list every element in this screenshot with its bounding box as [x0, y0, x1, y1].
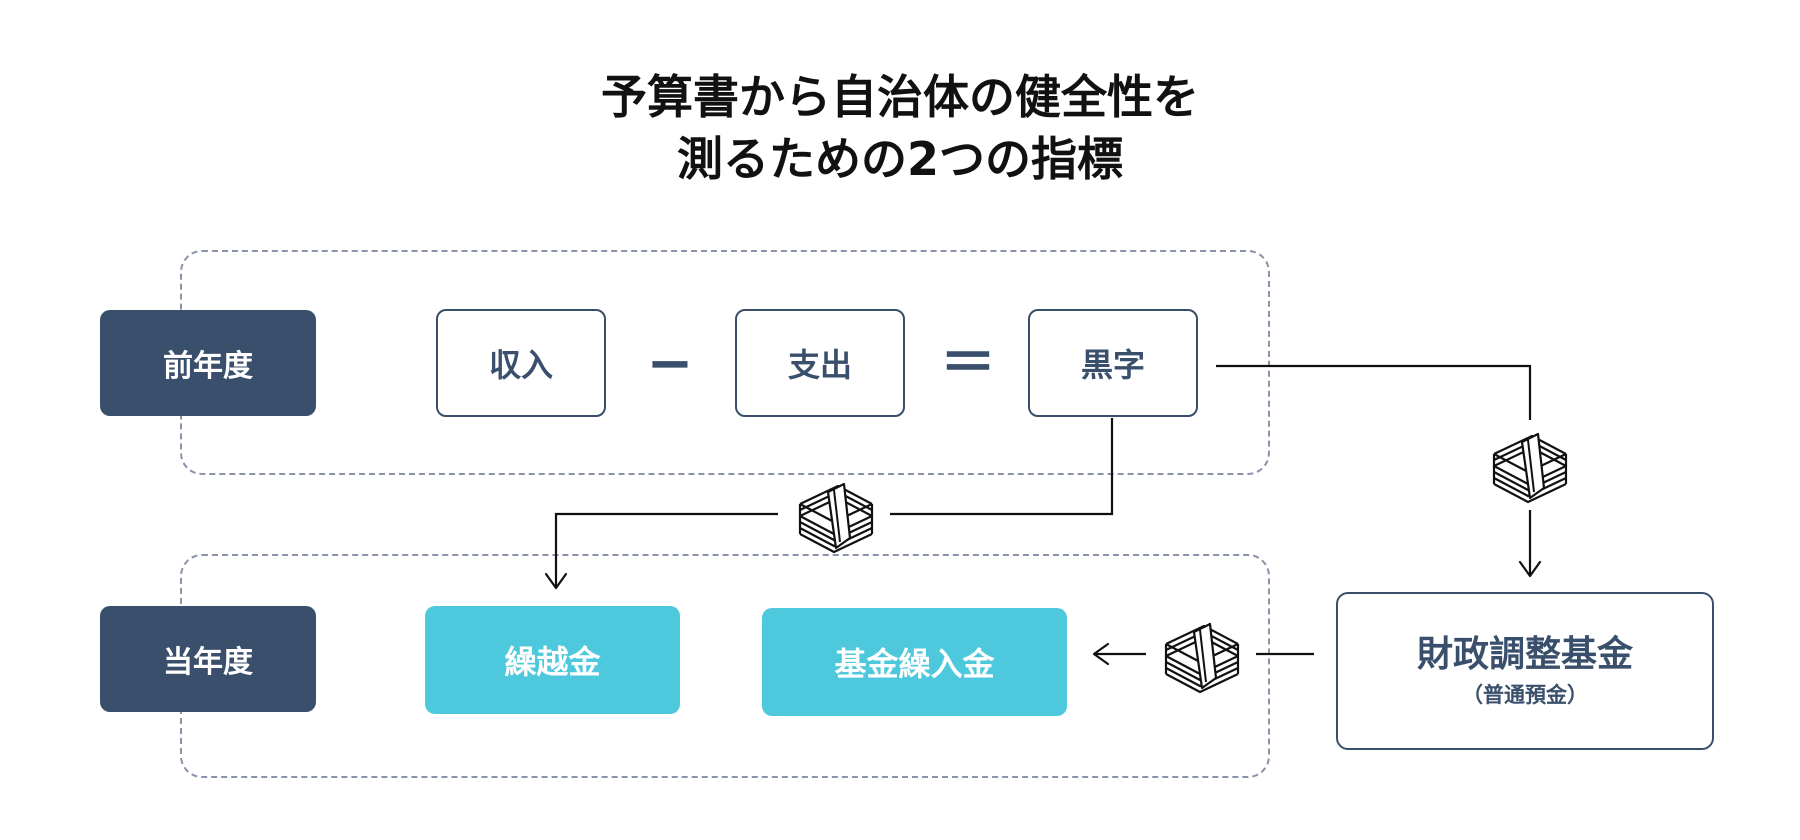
equals-operator: ＝: [940, 331, 996, 396]
minus-operator: −: [646, 331, 694, 396]
surplus-to-fund-line: [1216, 364, 1532, 420]
surplus-box: 黒字: [1028, 309, 1198, 417]
arrow-left-icon: [1092, 642, 1110, 666]
income-box: 収入: [436, 309, 606, 417]
money-stack-icon: [798, 482, 874, 554]
title-line-1: 予算書から自治体の健全性を: [601, 70, 1199, 124]
fiscal-adjustment-fund-box: 財政調整基金 （普通預金）: [1336, 592, 1714, 750]
arrow-down-icon: [544, 572, 568, 590]
surplus-to-carryover-line-right: [890, 418, 1114, 516]
expenditure-box: 支出: [735, 309, 905, 417]
fund-transfer-box: 基金繰入金: [762, 608, 1067, 716]
money-stack-icon: [1164, 622, 1240, 694]
carryover-box: 繰越金: [425, 606, 680, 714]
arrow-down-icon: [1518, 560, 1542, 578]
surplus-to-carryover-line-left: [554, 512, 778, 586]
current-year-label: 当年度: [100, 606, 316, 712]
fund-subtitle: （普通預金）: [1462, 683, 1588, 707]
diagram-title: 予算書から自治体の健全性を 測るための2つの指標: [0, 66, 1800, 190]
money-stack-icon: [1492, 432, 1568, 504]
previous-year-label: 前年度: [100, 310, 316, 416]
title-line-2: 測るための2つの指標: [676, 132, 1123, 186]
fund-title: 財政調整基金: [1416, 634, 1633, 675]
